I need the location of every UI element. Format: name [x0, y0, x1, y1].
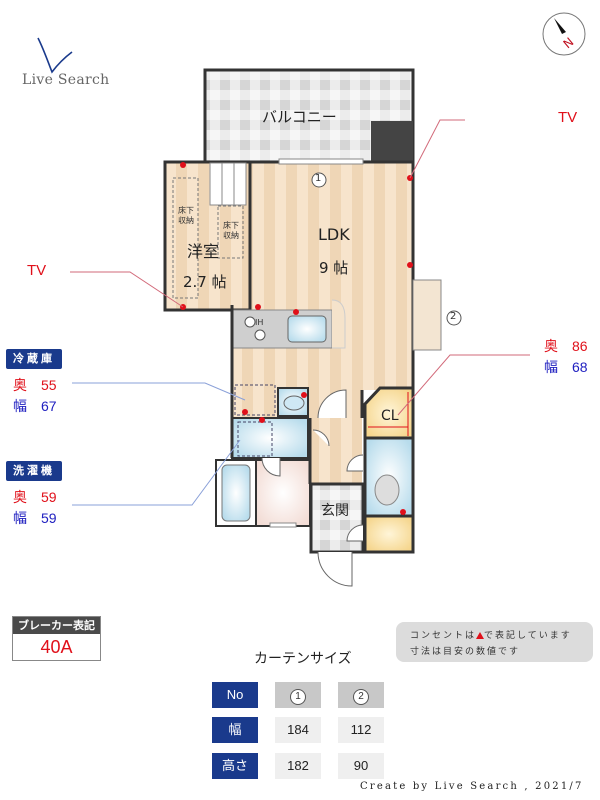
curtain-title: カーテンサイズ	[254, 651, 352, 667]
washer-depth: 奥 59	[13, 487, 57, 507]
note-text: で表記しています	[484, 631, 572, 641]
entrance-label: 玄関	[321, 503, 349, 519]
underfloor-storage-label: 床下 収納	[223, 221, 239, 240]
breaker-title: ブレーカー表記	[13, 617, 100, 634]
col-width: 112	[338, 717, 384, 743]
col-width: 184	[275, 717, 321, 743]
logo-mark-icon	[37, 37, 73, 74]
fridge-width: 幅 67	[13, 396, 57, 416]
window-no-2: 2	[353, 689, 369, 705]
header-no: No	[212, 682, 258, 708]
col-no: 1	[275, 682, 321, 708]
ldk-size: 9 帖	[319, 259, 349, 277]
closet-label: CL	[381, 408, 399, 424]
washer-tag: 洗濯機	[6, 461, 62, 481]
balcony-label: バルコニー	[262, 108, 337, 126]
outlet-markers	[180, 162, 413, 515]
depth-label: 奥	[544, 338, 558, 354]
width-label: 幅	[13, 398, 27, 414]
width-label: 幅	[544, 359, 558, 375]
window-no-1: 1	[290, 689, 306, 705]
fridge-tag: 冷蔵庫	[6, 349, 62, 369]
breaker-value: 40A	[40, 637, 73, 657]
compass-icon	[542, 12, 586, 56]
depth-label: 奥	[13, 489, 27, 505]
ldk-label: LDK	[318, 225, 350, 244]
tv-label-right: TV	[558, 109, 578, 126]
window-marker-1: 1	[315, 173, 322, 184]
depth-label: 奥	[13, 377, 27, 393]
ih-label: IH	[255, 318, 264, 327]
western-room-label: 洋室	[187, 242, 220, 261]
width-label: 幅	[13, 510, 27, 526]
compass: N	[542, 12, 586, 56]
depth-value: 59	[41, 489, 57, 505]
footer-credit: Create by Live Search , 2021/7	[360, 781, 584, 792]
col-no: 2	[338, 682, 384, 708]
width-value: 67	[41, 398, 57, 414]
washer-width: 幅 59	[13, 508, 57, 528]
outlet-triangle-icon	[476, 632, 485, 639]
depth-value: 55	[41, 377, 57, 393]
note-text: コンセントは	[410, 631, 477, 641]
underfloor-storage-label: 床下 収納	[178, 206, 194, 225]
fridge-depth: 奥 55	[13, 375, 57, 395]
outlet-note: コンセントはで表記しています 寸法は目安の数値です	[396, 622, 593, 662]
header-width: 幅	[212, 717, 258, 743]
note-text: 寸法は目安の数値です	[410, 647, 521, 657]
floor-plan	[70, 68, 530, 587]
breaker-box: ブレーカー表記 40A	[12, 616, 101, 661]
col-height: 182	[275, 753, 321, 779]
depth-value: 86	[572, 338, 588, 354]
western-room-size: 2.7 帖	[183, 273, 227, 291]
header-height: 高さ	[212, 753, 258, 779]
tv-label-left: TV	[27, 262, 47, 279]
width-value: 68	[572, 359, 588, 375]
closet-depth: 奥 86	[544, 336, 588, 356]
col-height: 90	[338, 753, 384, 779]
width-value: 59	[41, 510, 57, 526]
closet-width: 幅 68	[544, 357, 588, 377]
window-marker-2: 2	[450, 311, 457, 322]
logo-text: Live Search	[22, 72, 110, 88]
